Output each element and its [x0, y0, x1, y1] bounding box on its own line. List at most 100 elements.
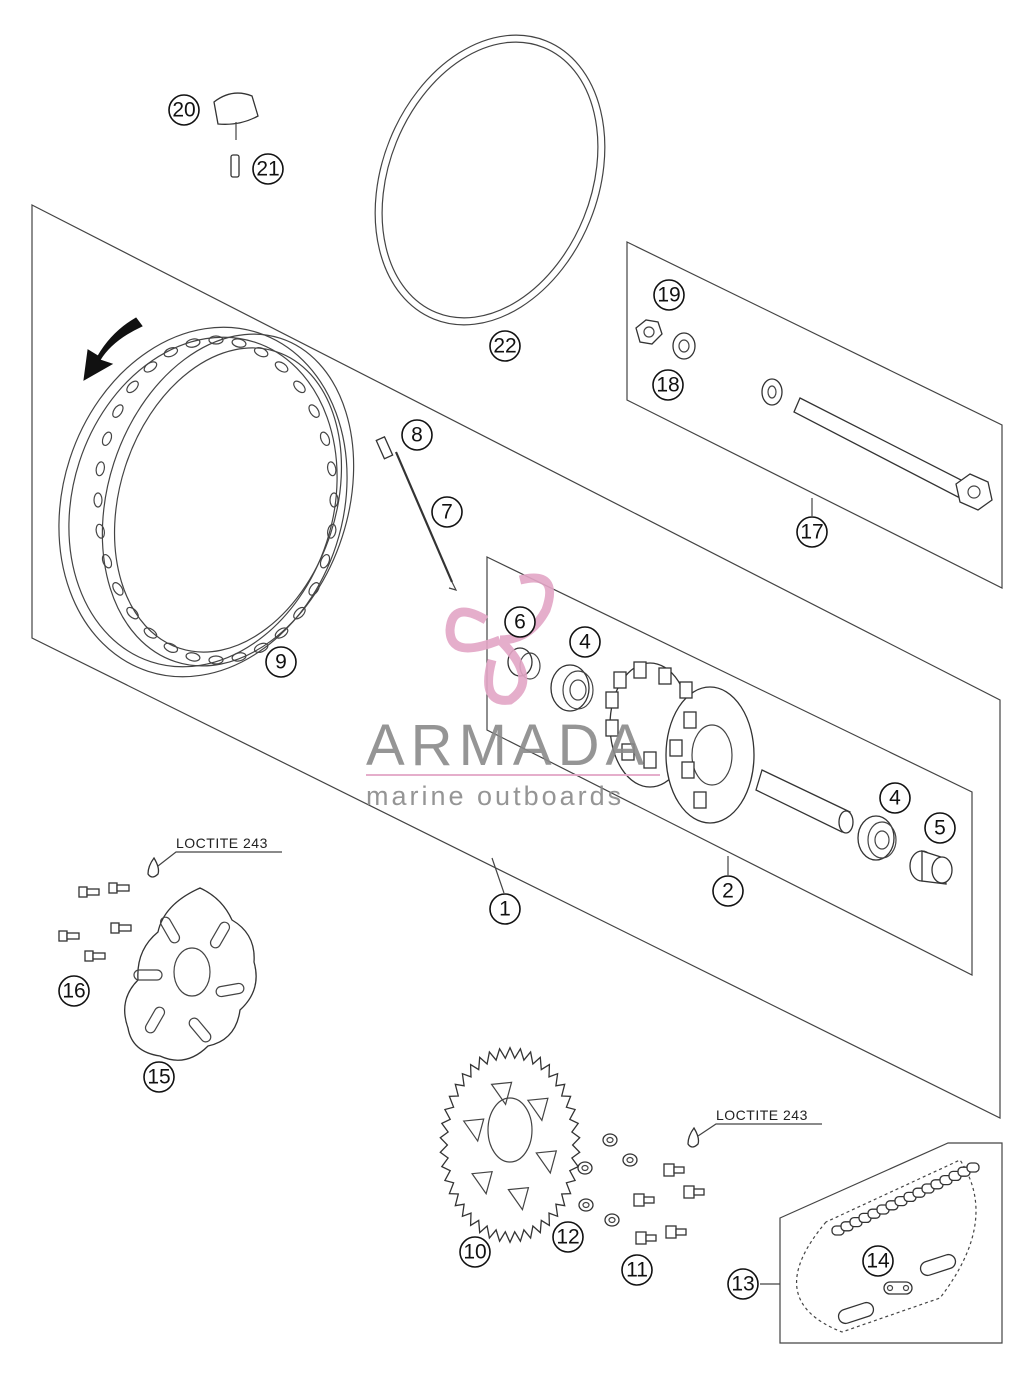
rim-hole — [101, 553, 113, 569]
hub-lug — [681, 761, 695, 779]
rim-hole — [326, 461, 337, 477]
disc-screw-head — [78, 886, 88, 898]
washer-hole — [581, 1164, 589, 1172]
hub-lug — [621, 743, 635, 761]
callout-1[interactable]: 1 — [489, 893, 521, 925]
callout-15[interactable]: 15 — [143, 1061, 175, 1093]
bearing-left-drawing — [550, 664, 594, 712]
brake-disc-drawing — [124, 887, 257, 1061]
callout-label: 19 — [657, 284, 680, 307]
screw-head — [683, 1185, 695, 1199]
callout-label: 2 — [722, 880, 734, 903]
leader-line-1 — [491, 857, 505, 894]
hub-lug — [658, 667, 672, 685]
callout-21[interactable]: 21 — [252, 153, 284, 185]
axle-nut-drawing — [635, 319, 663, 345]
rim-hole — [253, 642, 269, 653]
rim-hole — [293, 380, 306, 394]
rim-hole — [126, 606, 139, 620]
disc-screw-shaft — [66, 932, 80, 940]
callout-2[interactable]: 2 — [712, 875, 744, 907]
rim-hole — [163, 642, 179, 653]
rim-hole — [101, 431, 113, 447]
screw-shaft — [645, 1234, 657, 1242]
hub-lug — [643, 751, 657, 769]
callout-12[interactable]: 12 — [552, 1221, 584, 1253]
callout-label: 4 — [579, 631, 591, 654]
callout-4-right[interactable]: 4 — [879, 782, 911, 814]
callout-label: 17 — [800, 521, 823, 544]
callout-22[interactable]: 22 — [489, 330, 521, 362]
callout-label: 10 — [463, 1241, 486, 1264]
rim-hole — [231, 652, 247, 662]
axle-washer-drawing — [672, 332, 783, 406]
chain-links — [831, 1162, 980, 1236]
screw-shaft — [673, 1166, 685, 1174]
sprocket-screws-drawing — [633, 1163, 705, 1245]
callout-4-left[interactable]: 4 — [569, 626, 601, 658]
callout-6[interactable]: 6 — [504, 606, 536, 638]
callout-label: 15 — [147, 1066, 170, 1089]
screw-head — [665, 1225, 677, 1239]
washer-hole — [608, 1216, 616, 1224]
disc-slot — [144, 1006, 166, 1034]
screw-shaft — [643, 1196, 655, 1204]
sprocket-cutout — [462, 1118, 485, 1143]
rim-hole — [308, 582, 320, 596]
hub-lug — [605, 691, 619, 709]
washer — [578, 1198, 594, 1212]
rim-hole — [208, 335, 224, 345]
watermark-logo-icon — [445, 573, 555, 705]
rim-hole — [185, 652, 201, 662]
sprocket-cutouts — [462, 1081, 558, 1212]
callout-label: 4 — [889, 787, 901, 810]
sprocket-cutout — [526, 1097, 549, 1122]
rim-hole — [112, 404, 124, 418]
rim-hole — [274, 361, 289, 373]
sprocket-cutout — [507, 1186, 530, 1212]
callout-label: 1 — [499, 898, 511, 921]
master-link-drawing — [837, 1253, 957, 1325]
disc-screw-head — [110, 922, 120, 934]
callout-19[interactable]: 19 — [653, 279, 685, 311]
hub-drawing — [605, 661, 755, 824]
callout-9[interactable]: 9 — [265, 646, 297, 678]
rim-hole — [185, 338, 201, 348]
callout-13[interactable]: 13 — [727, 1268, 759, 1300]
callout-10[interactable]: 10 — [459, 1236, 491, 1268]
hub-lug — [633, 661, 647, 679]
disc-slot — [159, 916, 181, 944]
callout-7[interactable]: 7 — [431, 496, 463, 528]
rim-hole — [319, 553, 331, 569]
watermark: ARMADA marine outboards — [366, 573, 660, 811]
rim-hole — [143, 627, 158, 639]
hub-lug — [683, 711, 697, 729]
rim-hole — [112, 582, 124, 596]
callout-11[interactable]: 11 — [621, 1254, 653, 1286]
callout-label: 12 — [556, 1226, 579, 1249]
distance-bushing-right-drawing — [909, 850, 953, 885]
callout-5[interactable]: 5 — [924, 812, 956, 844]
washer — [604, 1213, 620, 1227]
disc-screw-shaft — [118, 924, 132, 932]
callout-14[interactable]: 14 — [862, 1245, 894, 1277]
washer-hole — [626, 1156, 634, 1164]
rim-hole — [208, 655, 224, 665]
screw-head — [635, 1231, 647, 1245]
callout-16[interactable]: 16 — [58, 975, 90, 1007]
loctite-leader-sprocket — [697, 1123, 822, 1137]
chain-drawing — [796, 1159, 980, 1333]
axle-drawing — [793, 397, 993, 511]
hub-lug — [679, 681, 693, 699]
callout-17[interactable]: 17 — [796, 516, 828, 548]
watermark-title: ARMADA — [366, 713, 650, 778]
callout-20[interactable]: 20 — [168, 94, 200, 126]
loctite-note-disc: LOCTITE 243 — [176, 835, 268, 851]
rim-drawing — [58, 326, 355, 678]
spoke-nipple-drawing — [375, 435, 394, 460]
callout-8[interactable]: 8 — [401, 419, 433, 451]
brake-disc-slots — [133, 916, 245, 1043]
callout-label: 18 — [656, 374, 679, 397]
callout-18[interactable]: 18 — [652, 369, 684, 401]
screw-head — [663, 1163, 675, 1177]
